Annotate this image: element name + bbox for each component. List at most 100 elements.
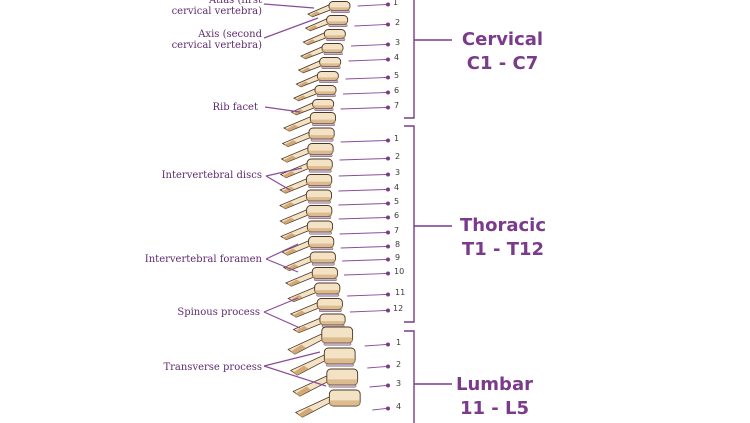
- intervertebral-disc: [328, 384, 357, 388]
- intervertebral-disc: [314, 108, 334, 111]
- number-leader-line: [340, 107, 387, 110]
- number-dot: [386, 244, 390, 249]
- cervical-number: 6: [394, 86, 400, 95]
- vertebral-body-shadow: [317, 77, 339, 81]
- number-leader-line: [338, 174, 387, 177]
- number-leader-line: [338, 203, 387, 206]
- thoracic-number: 8: [395, 240, 401, 249]
- thoracic-number: 11: [395, 288, 406, 297]
- number-leader-line: [340, 246, 387, 249]
- lumbar-number: 1: [396, 338, 402, 347]
- leader-line: [264, 106, 301, 113]
- process-shadow: [295, 386, 311, 397]
- number-dot: [386, 42, 390, 47]
- region-thoracic-range: T1 - T12: [461, 239, 545, 260]
- number-dot: [386, 383, 390, 388]
- process-shadow: [290, 344, 306, 355]
- vertebral-body-shadow: [326, 21, 348, 25]
- intervertebral-disc: [330, 10, 350, 13]
- intervertebral-disc: [319, 80, 339, 83]
- bracket-lumbar: [404, 330, 415, 423]
- vertebral-body-shadow: [315, 91, 336, 95]
- number-dot: [386, 292, 390, 297]
- region-thoracic-title: Thoracic T1 - T12: [448, 214, 558, 262]
- leader-line: [263, 365, 327, 387]
- vertebral-body-shadow: [324, 35, 346, 39]
- vertebral-body-shadow: [307, 150, 334, 155]
- region-lumbar-range: 11 - L5: [459, 398, 530, 419]
- region-lumbar-name: Lumbar: [456, 374, 533, 395]
- process-shadow: [304, 39, 316, 45]
- label-axis: Axis (second cervical vertebra): [171, 29, 262, 51]
- label-intervertebral-discs: Intervertebral discs: [161, 170, 262, 181]
- thoracic-number: 5: [394, 197, 400, 206]
- process-shadow: [281, 186, 295, 194]
- process-shadow: [287, 279, 301, 287]
- leader-line: [265, 167, 303, 177]
- vertebral-body-shadow: [329, 400, 361, 406]
- number-dot: [386, 138, 390, 143]
- cervical-number: 4: [394, 53, 400, 62]
- vertebral-body-shadow: [307, 166, 333, 170]
- process-shadow: [297, 407, 314, 418]
- intervertebral-disc: [326, 363, 354, 367]
- bracket-cervical: [404, 0, 415, 119]
- process-shadow: [309, 11, 320, 17]
- leader-line: [263, 351, 321, 367]
- intervertebral-disc: [312, 262, 335, 266]
- process-shadow: [283, 155, 296, 163]
- thoracic-number: 6: [394, 211, 400, 220]
- process-shadow: [302, 53, 313, 59]
- number-dot: [386, 156, 390, 161]
- number-dot: [386, 105, 390, 110]
- intervertebral-disc: [309, 154, 333, 157]
- intervertebral-disc: [308, 169, 332, 173]
- intervertebral-disc: [323, 342, 352, 346]
- number-leader-line: [338, 217, 387, 220]
- cervical-number: 1: [393, 0, 399, 7]
- vertebral-body-shadow: [312, 274, 338, 279]
- number-leader-line: [345, 77, 387, 80]
- intervertebral-disc: [308, 200, 331, 204]
- vertebral-body-shadow: [310, 119, 336, 124]
- number-dot: [386, 257, 390, 262]
- process-shadow: [283, 248, 297, 256]
- process-shadow: [307, 25, 318, 31]
- number-leader-line: [348, 59, 387, 62]
- cervical-number: 5: [394, 71, 400, 80]
- number-dot: [386, 271, 390, 276]
- label-transverse-process: Transverse process: [163, 362, 262, 373]
- cervical-number: 3: [395, 38, 401, 47]
- process-shadow: [285, 124, 299, 132]
- thoracic-number: 4: [394, 183, 400, 192]
- number-dot: [386, 342, 390, 347]
- intervertebral-disc: [323, 52, 343, 55]
- number-leader-line: [339, 232, 387, 235]
- vertebral-body-shadow: [317, 305, 343, 310]
- number-dot: [386, 187, 390, 192]
- number-dot: [386, 230, 390, 235]
- vertebral-body-shadow: [319, 321, 346, 325]
- intervertebral-disc: [310, 247, 334, 250]
- thoracic-number: 12: [393, 304, 404, 313]
- cervical-number: 7: [394, 101, 400, 110]
- vertebral-body-shadow: [308, 243, 334, 248]
- leader-line: [265, 258, 299, 273]
- number-dot: [386, 90, 390, 95]
- vertebral-body-shadow: [306, 181, 332, 186]
- thoracic-number: 7: [394, 226, 400, 235]
- number-leader-line: [339, 158, 387, 161]
- process-shadow: [281, 202, 295, 209]
- intervertebral-disc: [310, 138, 334, 142]
- number-leader-line: [349, 310, 387, 313]
- thoracic-number: 3: [395, 168, 401, 177]
- number-dot: [386, 22, 390, 27]
- vertebral-body-shadow: [326, 379, 358, 385]
- cervical-number: 2: [395, 18, 401, 27]
- leader-line: [263, 311, 301, 329]
- vertebral-body-shadow: [310, 259, 336, 263]
- process-shadow: [300, 67, 311, 73]
- process-shadow: [282, 217, 295, 225]
- process-shadow: [292, 365, 309, 376]
